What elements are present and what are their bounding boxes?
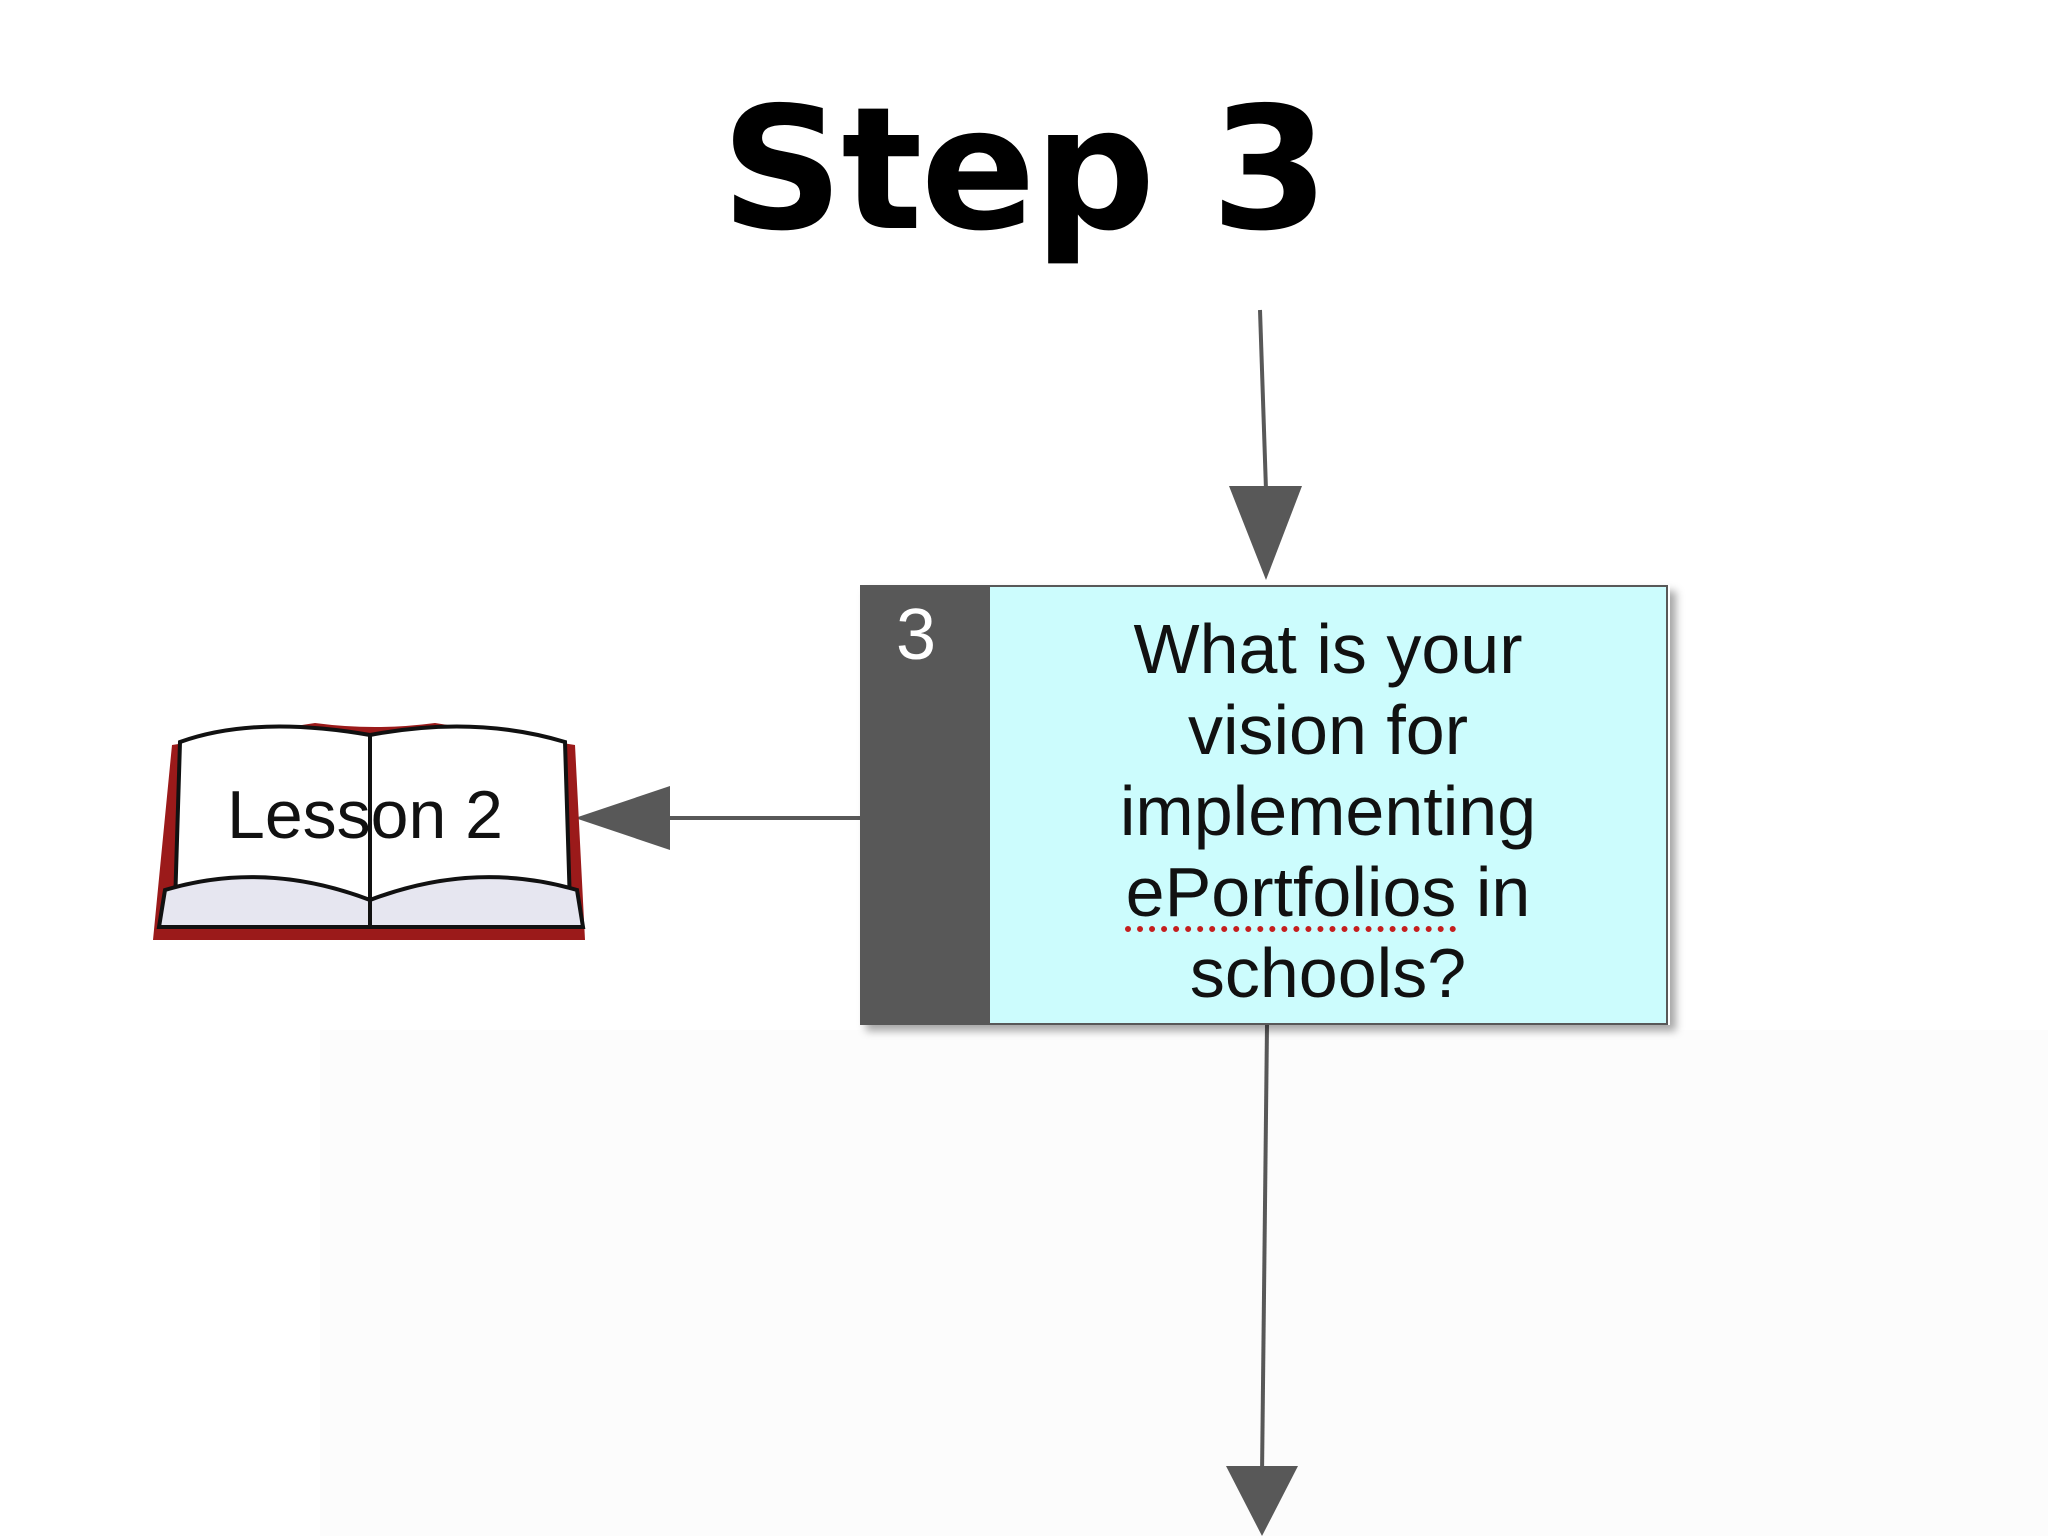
canvas-background	[320, 1030, 2048, 1536]
question-line-3: implementing	[1119, 772, 1537, 850]
lesson-book[interactable]: Lesson 2	[145, 715, 595, 945]
incoming-connector	[1258, 309, 1268, 491]
question-line-2: vision for	[1187, 691, 1469, 769]
open-book-icon	[153, 723, 586, 940]
step-box[interactable]: 3 What is your vision for implementing e…	[860, 585, 1670, 1025]
question-word-in: in	[1475, 853, 1531, 931]
step-number-bar: 3	[860, 585, 990, 1025]
question-line-5: schools?	[1189, 934, 1467, 1012]
question-word-eportfolios: ePortfolios	[1125, 853, 1457, 931]
incoming-arrow-head	[1229, 486, 1302, 580]
lesson-label: Lesson 2	[227, 777, 503, 853]
step-number: 3	[896, 595, 937, 675]
step-question: What is your vision for implementing ePo…	[990, 609, 1666, 1014]
outgoing-arrow-head	[1226, 1466, 1298, 1536]
question-line-1: What is your	[1133, 610, 1523, 688]
step-body: What is your vision for implementing ePo…	[990, 585, 1668, 1025]
slide-title: Step 3	[720, 71, 1329, 269]
lesson-arrow-head	[575, 786, 670, 850]
outgoing-connector	[1260, 1024, 1269, 1476]
